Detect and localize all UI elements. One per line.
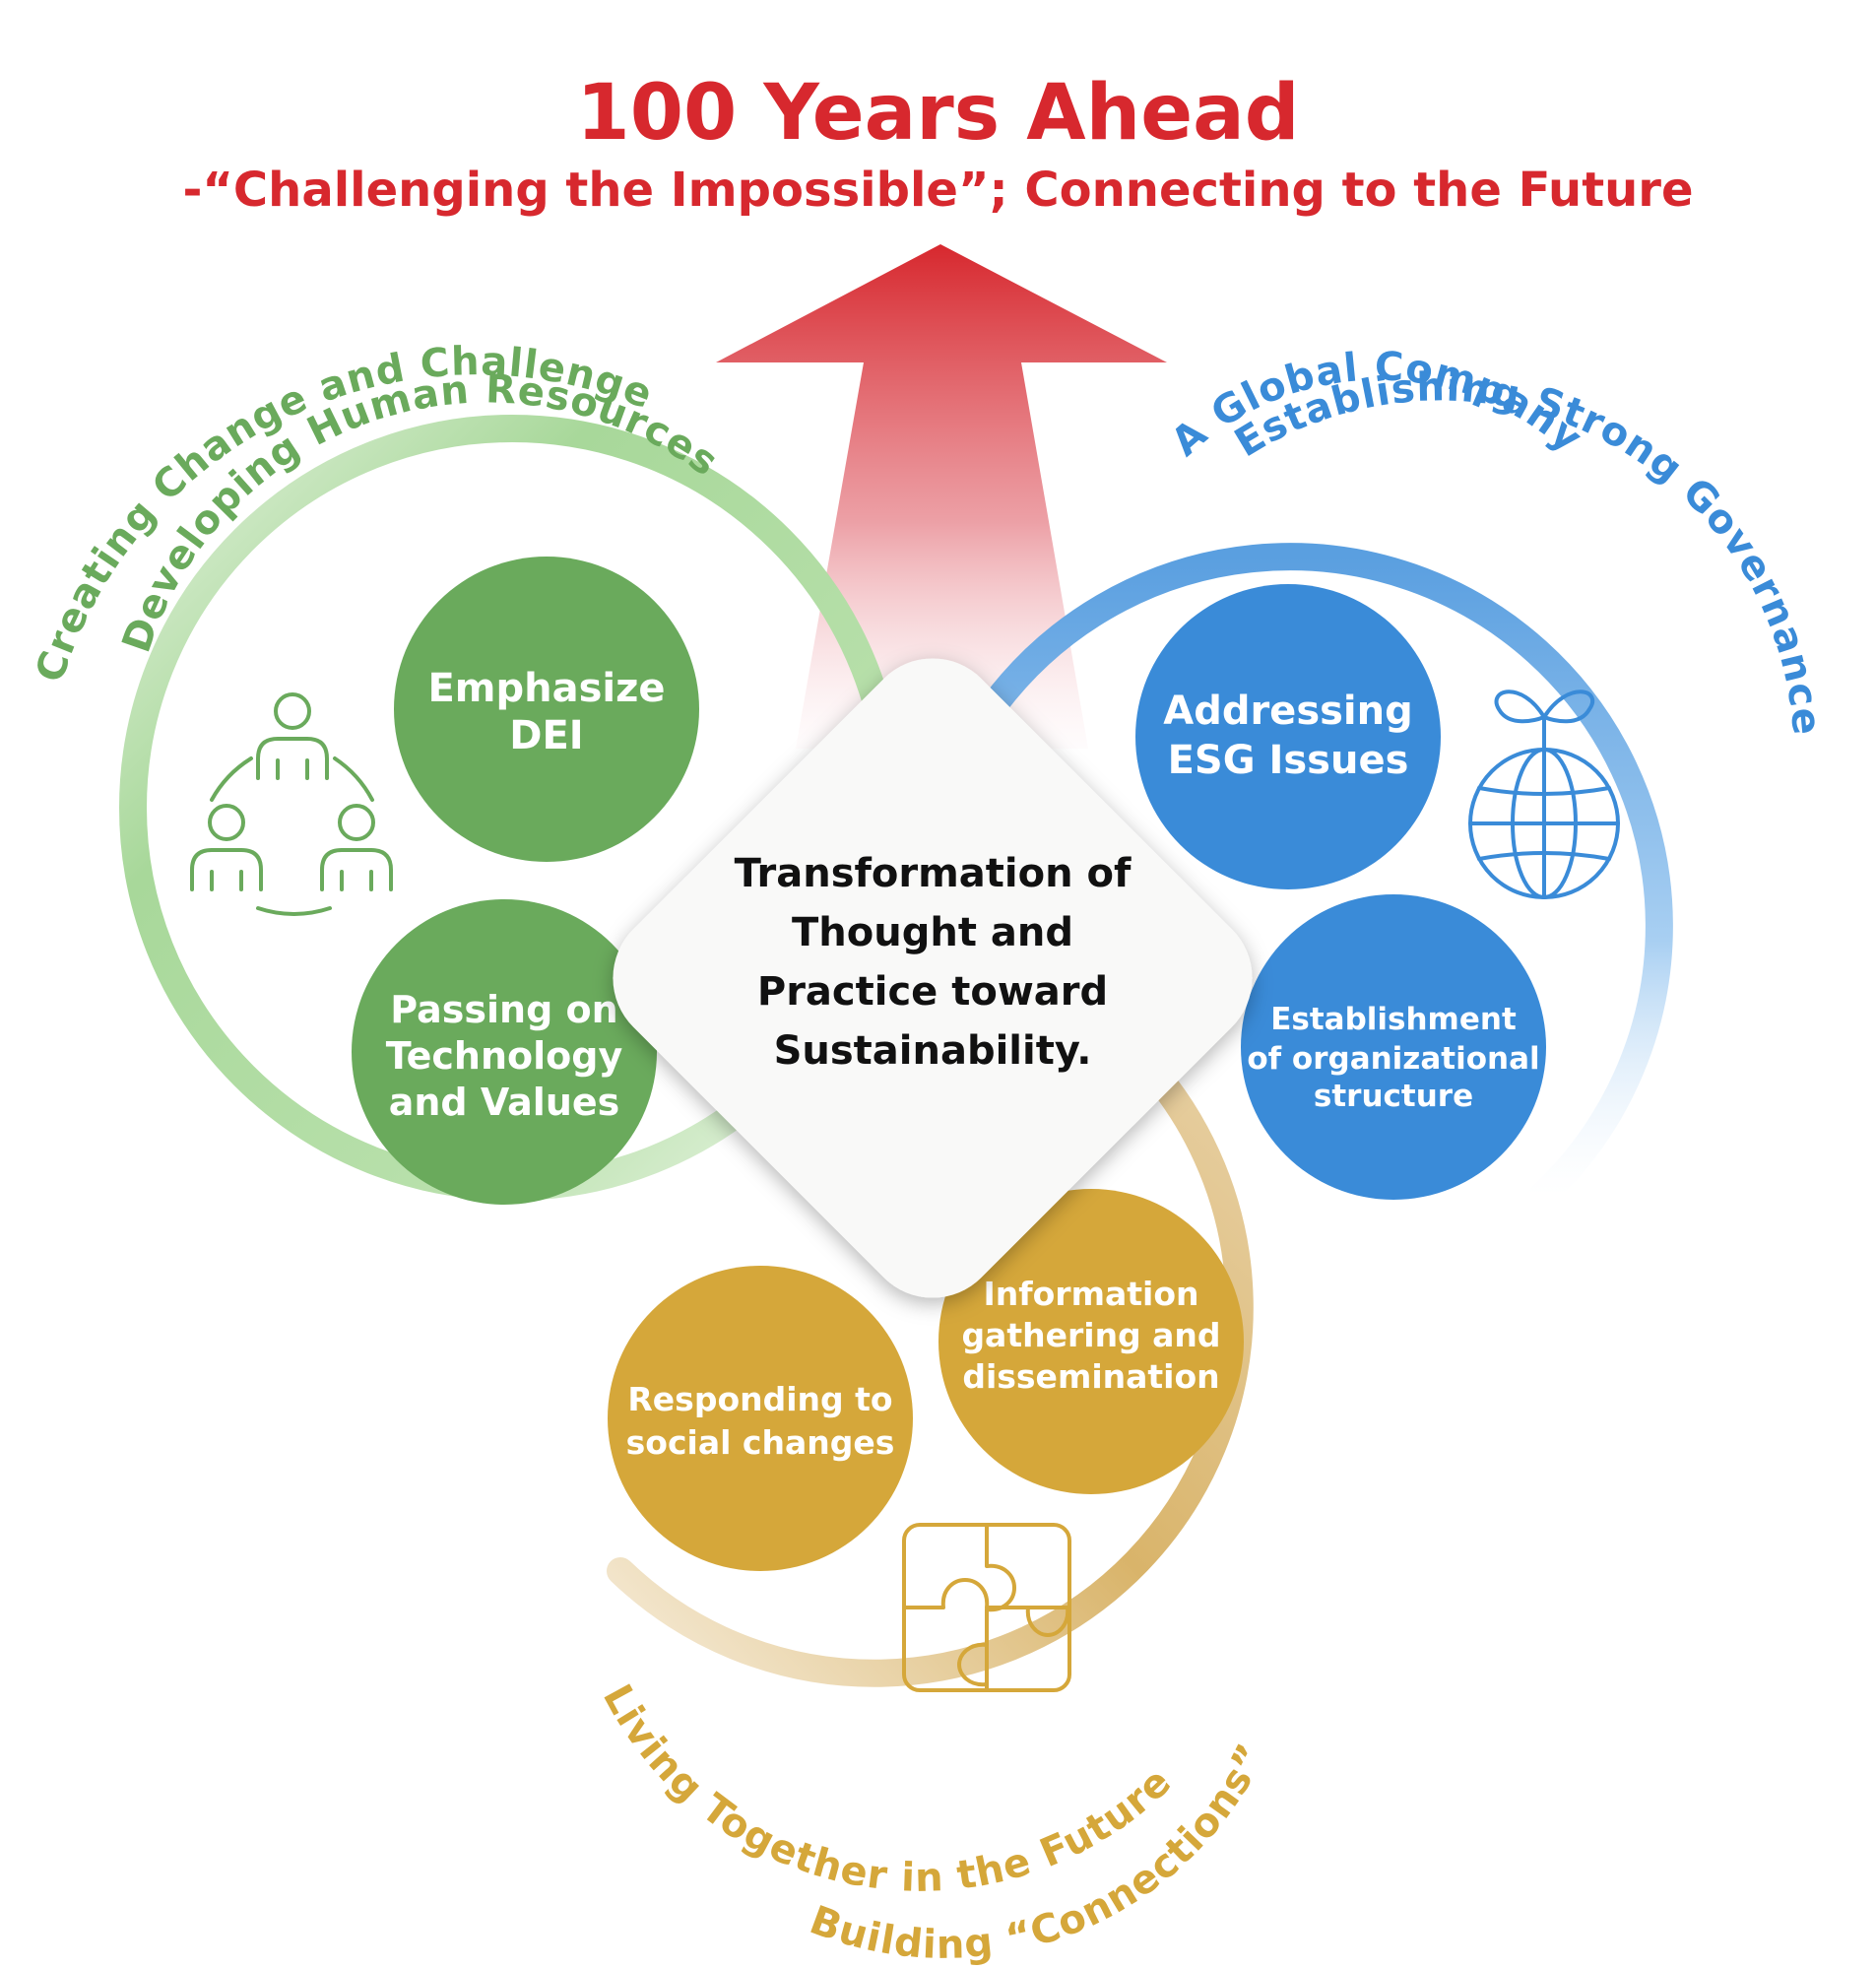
blue-circle-structure-line-1: Establishment — [1270, 1002, 1517, 1037]
gold-circle-social-line-2: social changes — [626, 1423, 895, 1462]
gold-ring — [607, 1030, 1254, 1687]
center-line-1: Transformation of — [735, 851, 1132, 896]
green-circle-dei-line-1: Emphasize — [427, 666, 665, 711]
blue-circle-structure-line-3: structure — [1314, 1079, 1473, 1114]
page-subtitle: -“Challenging the Impossible”; Connectin… — [182, 163, 1694, 218]
puzzle-icon — [902, 1523, 1071, 1692]
people-group-icon — [190, 692, 393, 916]
blue-circle-structure-line-2: of organizational — [1247, 1041, 1539, 1077]
green-circle-dei: Emphasize DEI — [394, 557, 699, 862]
gold-circle-information-line-1: Information — [984, 1275, 1199, 1313]
gold-circle-social: Responding to social changes — [608, 1266, 913, 1571]
green-circle-technology-line-2: Technology — [386, 1034, 623, 1078]
green-circle-technology: Passing on Technology and Values — [352, 899, 657, 1205]
green-circle-technology-line-3: and Values — [389, 1081, 620, 1124]
blue-circle-structure: Establishment of organizational structur… — [1241, 894, 1546, 1200]
gold-circle-information: Information gathering and dissemination — [938, 1189, 1244, 1494]
gold-circle-social-line-1: Responding to — [627, 1380, 892, 1418]
gold-circle-information-line-3: dissemination — [962, 1357, 1219, 1396]
page-title: 100 Years Ahead — [576, 69, 1300, 158]
green-circle-technology-line-1: Passing on — [390, 988, 617, 1031]
center-diamond — [613, 658, 1253, 1298]
blue-circle-esg: Addressing ESG Issues — [1135, 584, 1441, 889]
blue-circle-esg-line-2: ESG Issues — [1168, 738, 1409, 783]
globe-sprout-icon — [1468, 689, 1620, 899]
center-line-3: Practice toward — [757, 969, 1108, 1015]
green-circle-dei-line-2: DEI — [509, 713, 583, 758]
blue-circle-esg-line-1: Addressing — [1163, 689, 1413, 734]
gold-circle-information-line-2: gathering and — [961, 1316, 1220, 1354]
blue-ring — [981, 543, 1673, 1211]
gold-arc-label-1: Living Together in the Future — [594, 1677, 1181, 1901]
center-line-4: Sustainability. — [774, 1028, 1092, 1074]
center-line-2: Thought and — [792, 910, 1073, 955]
